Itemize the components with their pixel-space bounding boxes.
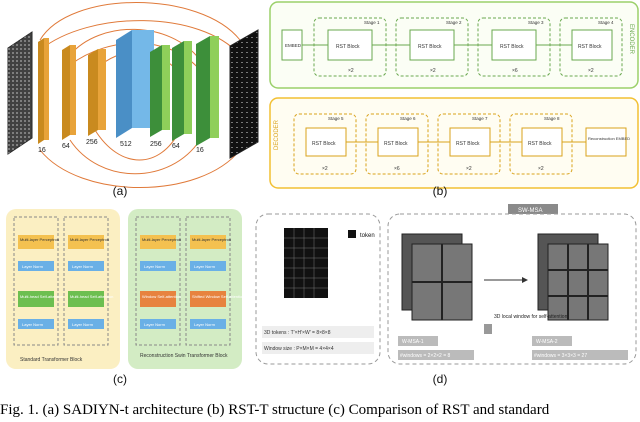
panel-c-block-comparison: Multi-layer Perceptron Layer Norm Multi-… xyxy=(6,209,244,369)
panel-c-caption: (c) xyxy=(113,372,127,386)
wmsa2-label: W-MSA-2 xyxy=(536,339,558,345)
rst-block-label: RST Block xyxy=(528,141,552,147)
svg-text:Multi-layer Perceptron: Multi-layer Perceptron xyxy=(70,237,109,242)
rst-block-label: RST Block xyxy=(456,141,480,147)
window-info: Window size : P×M×M = 4×4×4 xyxy=(264,346,334,352)
channel-label: 64 xyxy=(62,143,70,150)
svg-text:Multi-layer Perceptron: Multi-layer Perceptron xyxy=(142,237,181,242)
rst-block-label: RST Block xyxy=(418,44,442,50)
token-icon xyxy=(348,230,356,238)
svg-text:Layer Norm: Layer Norm xyxy=(72,264,94,269)
swmsa-badge-label: SW-MSA xyxy=(518,208,543,214)
stage-repeat: ×2 xyxy=(348,68,354,74)
stage-repeat: ×2 xyxy=(322,166,328,172)
stage-repeat: ×6 xyxy=(394,166,400,172)
encoder-block-1 xyxy=(38,38,49,144)
bottleneck-block xyxy=(116,30,154,138)
panel-b-rst-structure: ENCODER EMBED RST Block Stage 1 ×2 RST B… xyxy=(269,1,639,189)
rst-block-label: RST Block xyxy=(384,141,408,147)
channel-label: 256 xyxy=(86,139,98,146)
decoder-label: DECODER xyxy=(274,119,280,150)
stage-label: Stage 7 xyxy=(472,116,488,121)
figure-caption: Fig. 1. (a) SADIYN-t architecture (b) RS… xyxy=(0,402,550,418)
arrow-head-icon xyxy=(522,277,528,283)
embed-label: EMBED xyxy=(285,43,302,48)
tokens-frame xyxy=(255,213,381,365)
rst-block-label: RST Block xyxy=(312,141,336,147)
stage-repeat: ×2 xyxy=(538,166,544,172)
tokens-info: 3D tokens : T′×H′×W′ = 8×8×8 xyxy=(264,330,331,336)
panel-b-caption: (b) xyxy=(432,184,448,198)
svg-text:Multi-head Self-attention: Multi-head Self-attention xyxy=(20,294,63,299)
windows2-text: #windows = 3×3×3 = 27 xyxy=(534,353,587,359)
stage-repeat: ×2 xyxy=(466,166,472,172)
stage-label: Stage 8 xyxy=(544,116,560,121)
svg-text:Multi-head Self-attention: Multi-head Self-attention xyxy=(70,294,113,299)
svg-text:Layer Norm: Layer Norm xyxy=(144,264,166,269)
channel-label: 64 xyxy=(172,143,180,150)
windows1-text: #windows = 2×2×2 = 8 xyxy=(400,353,451,359)
channel-label: 256 xyxy=(150,141,162,148)
channel-label: 16 xyxy=(196,147,204,154)
rst-block-label: RST Block xyxy=(500,44,524,50)
svg-text:Shifted Window Self-attention: Shifted Window Self-attention xyxy=(192,294,244,299)
svg-text:Layer Norm: Layer Norm xyxy=(194,264,216,269)
stage-label: Stage 6 xyxy=(400,116,416,121)
rst-block-left: Multi-layer Perceptron Layer Norm Window… xyxy=(140,235,181,329)
panel-a-architecture: 16 64 256 512 256 64 16 xyxy=(7,2,259,188)
wmsa2-volume xyxy=(537,233,609,321)
local-window-cube xyxy=(484,324,492,334)
stage-label: Stage 4 xyxy=(598,20,614,25)
channel-labels: 16 64 256 512 256 64 16 xyxy=(38,139,204,154)
swmsa-badge xyxy=(508,204,558,214)
wmsa1-volume xyxy=(401,233,473,321)
token-label: token xyxy=(360,233,375,239)
decoder-block-1 xyxy=(150,45,170,137)
svg-text:Layer Norm: Layer Norm xyxy=(194,322,216,327)
stage-label: Stage 2 xyxy=(446,20,462,25)
encoder-block-2 xyxy=(62,45,76,140)
svg-text:Layer Norm: Layer Norm xyxy=(144,322,166,327)
stage-repeat: ×2 xyxy=(430,68,436,74)
encoder-label: ENCODER xyxy=(628,24,634,55)
standard-block-right: Multi-layer Perceptron Layer Norm Multi-… xyxy=(68,235,113,329)
rst-block-label: RST Block xyxy=(336,44,360,50)
rst-block-title: Reconstruction Swin Transformer Block xyxy=(140,353,228,359)
decoder-block-3 xyxy=(196,36,219,146)
output-volume-image xyxy=(229,29,259,159)
svg-text:Layer Norm: Layer Norm xyxy=(22,322,44,327)
svg-text:Window Self-attention: Window Self-attention xyxy=(142,294,181,299)
panel-d-window-attention: SW-MSA token 3D tokens : T′×H′×W′ = 8×8×… xyxy=(255,204,637,365)
svg-text:Multi-layer Perceptron: Multi-layer Perceptron xyxy=(20,237,59,242)
decoder-block-2 xyxy=(172,41,192,141)
panel-a-caption: (a) xyxy=(112,184,128,198)
rst-block-label: RST Block xyxy=(578,44,602,50)
stage-label: Stage 5 xyxy=(328,116,344,121)
svg-text:Multi-layer Perceptron: Multi-layer Perceptron xyxy=(192,237,231,242)
stage-repeat: ×2 xyxy=(588,68,594,74)
decoder-stages: RST Block Stage 5 ×2 RST Block Stage 6 ×… xyxy=(293,113,573,175)
stage-label: Stage 3 xyxy=(528,20,544,25)
stage-repeat: ×6 xyxy=(512,68,518,74)
channel-label: 512 xyxy=(120,141,132,148)
svg-text:Layer Norm: Layer Norm xyxy=(22,264,44,269)
standard-block-title: Standard Transformer Block xyxy=(20,357,83,363)
rst-block-right: Multi-layer Perceptron Layer Norm Shifte… xyxy=(190,235,244,329)
local-window-label: 3D local window for self-attention xyxy=(494,314,568,320)
reconstruction-label: Reconstruction EMBED xyxy=(588,136,630,141)
svg-text:Layer Norm: Layer Norm xyxy=(72,322,94,327)
reconstruction-embed-box xyxy=(585,127,627,157)
token-volume xyxy=(284,228,328,298)
encoder-stages: RST Block Stage 1 ×2 RST Block Stage 2 ×… xyxy=(313,17,623,77)
window-partition-frame xyxy=(387,213,637,365)
channel-label: 16 xyxy=(38,147,46,154)
standard-block-left: Multi-layer Perceptron Layer Norm Multi-… xyxy=(18,235,63,329)
wmsa1-label: W-MSA-1 xyxy=(402,339,424,345)
encoder-block-3 xyxy=(88,49,106,136)
stage-label: Stage 1 xyxy=(364,20,380,25)
panel-d-caption: (d) xyxy=(432,372,448,386)
